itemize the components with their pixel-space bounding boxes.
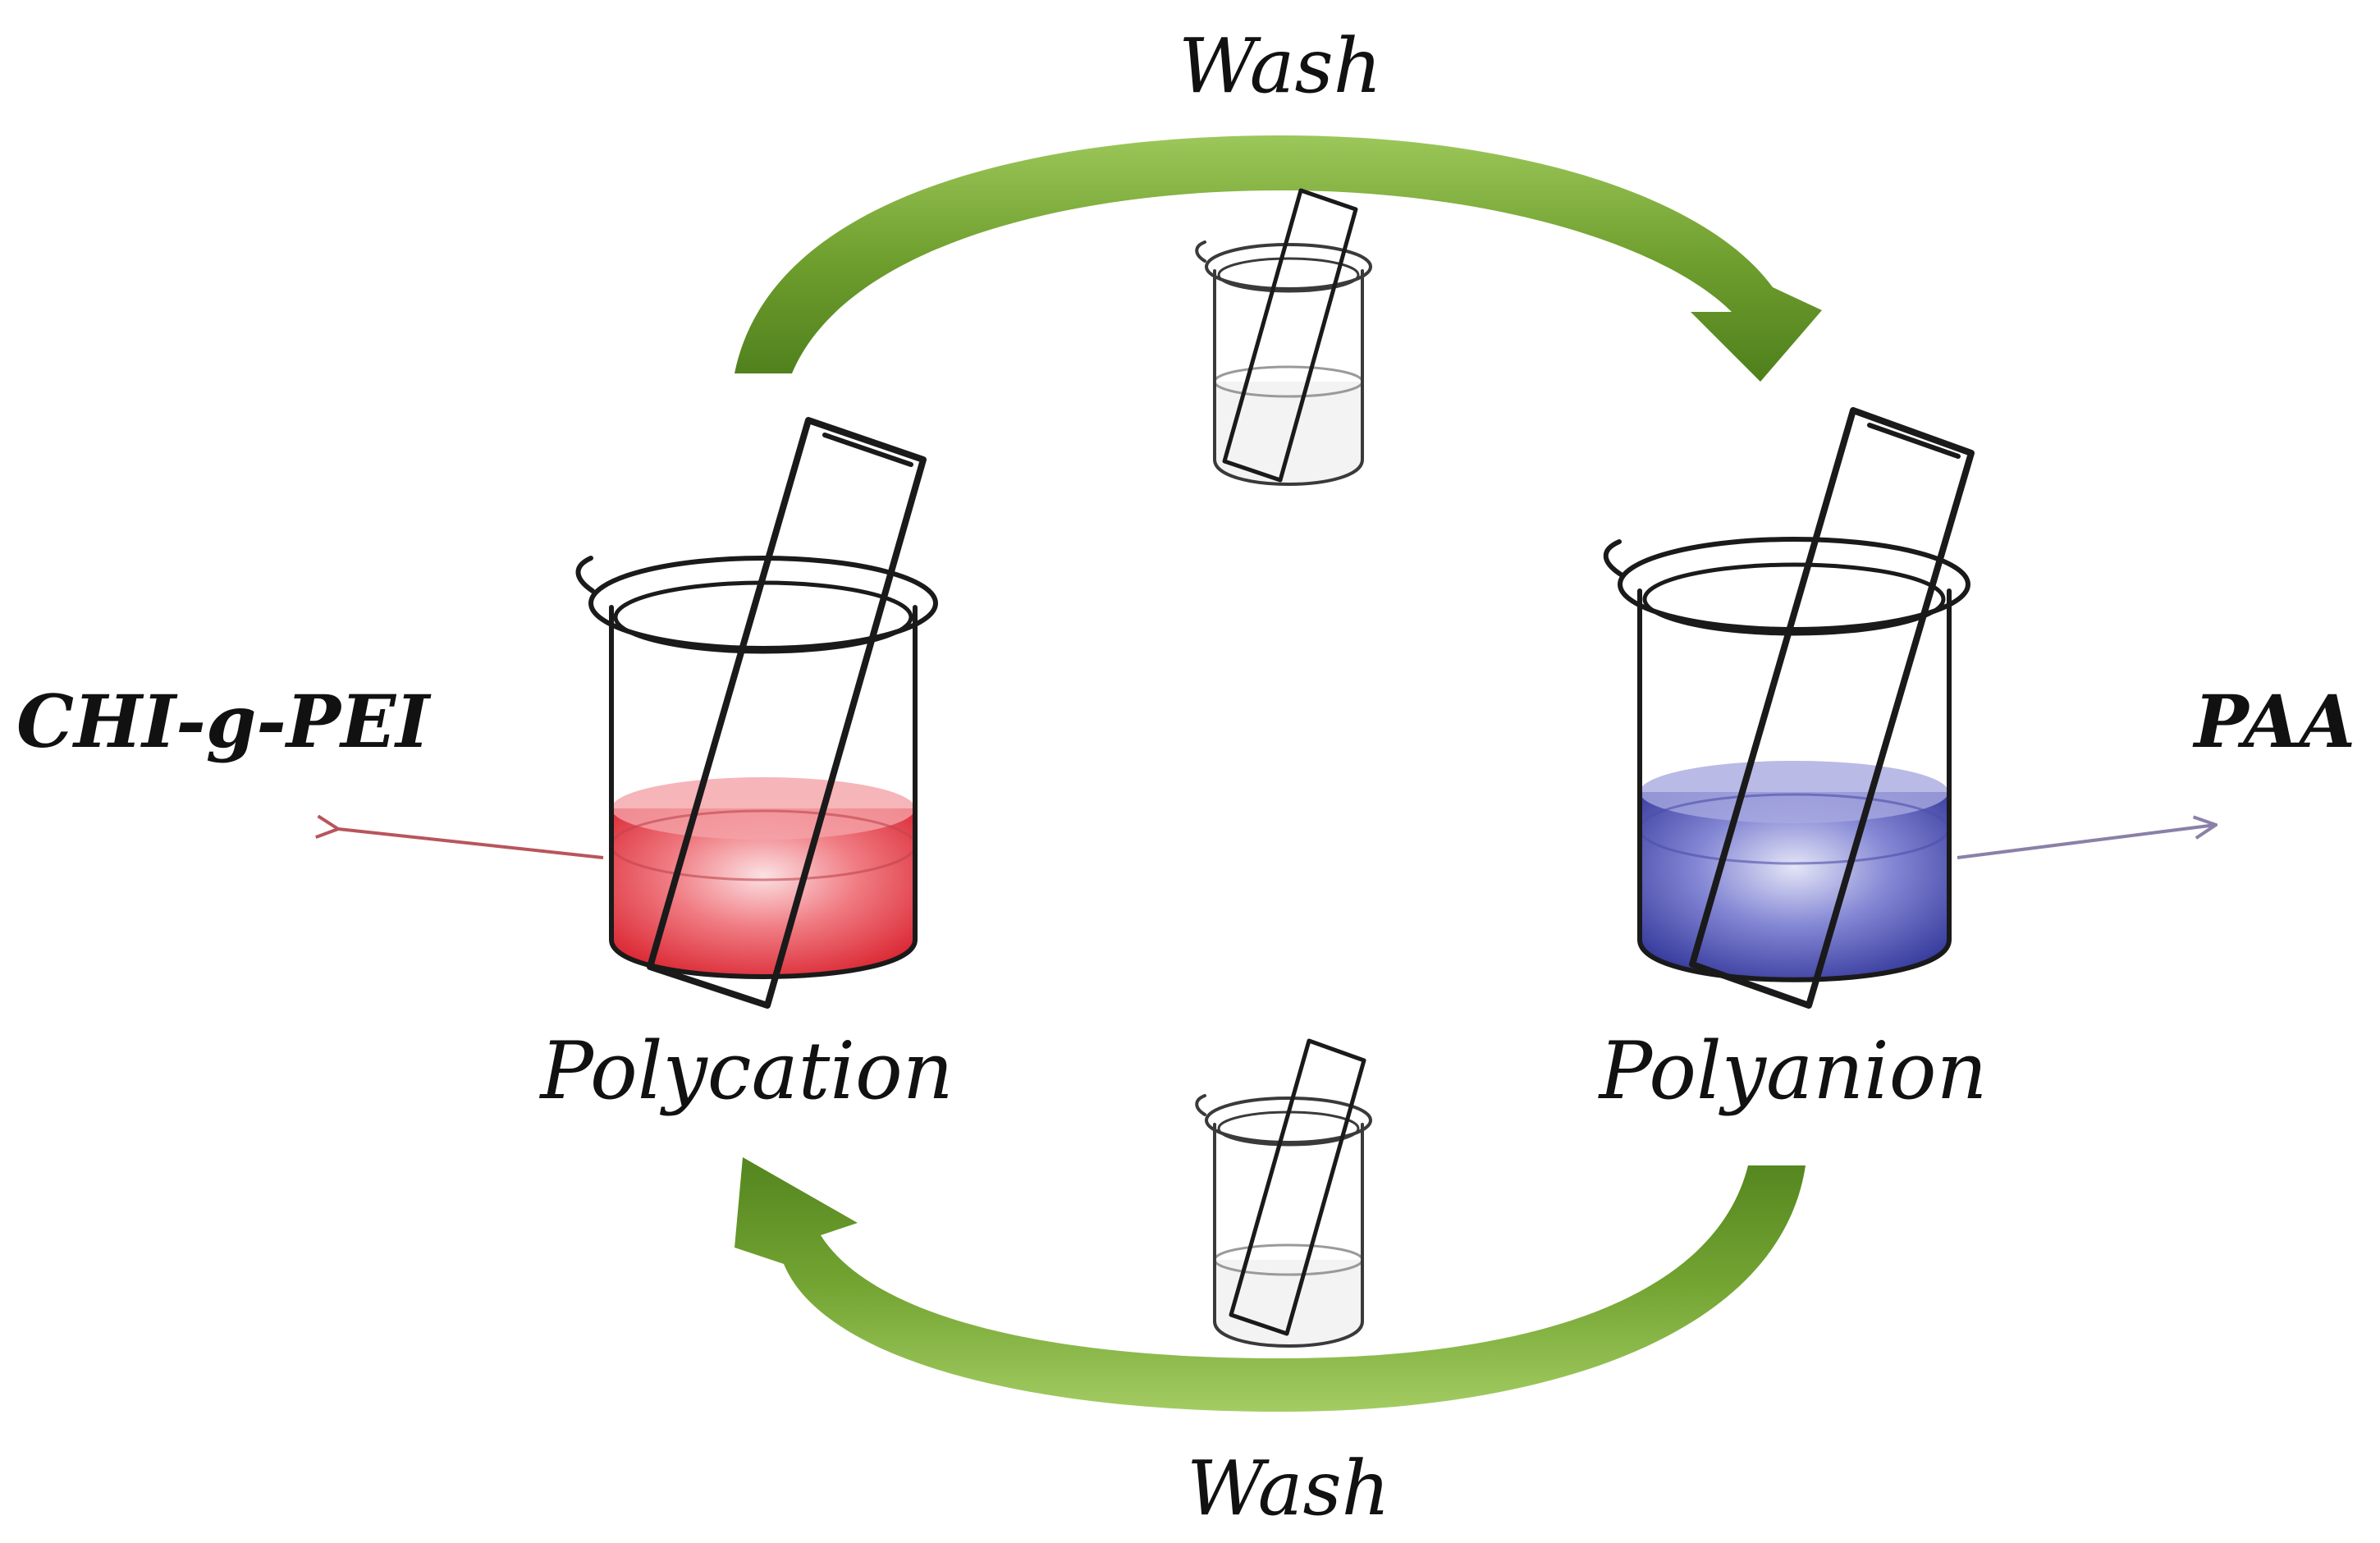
wash-bottom-label: Wash xyxy=(1187,1445,1390,1532)
polycation-pointer-arrow xyxy=(338,829,604,859)
polycation-beaker-icon xyxy=(575,417,938,1009)
wash-beaker-top-icon xyxy=(1195,188,1372,486)
top-cycle-arrow xyxy=(735,135,1822,382)
wash-beaker-bottom-icon xyxy=(1195,1038,1372,1348)
polyanion-compound-label: PAA xyxy=(2192,679,2355,764)
polycation-compound-label: CHI-g-PEI xyxy=(16,679,432,764)
bottom-cycle-arrow xyxy=(735,1157,1806,1412)
polycation-label: Polycation xyxy=(538,1025,953,1117)
polyanion-label: Polyanion xyxy=(1598,1025,1988,1117)
wash-top-label: Wash xyxy=(1179,22,1382,110)
polyanion-pointer-arrow xyxy=(1957,825,2216,859)
polyanion-beaker-icon xyxy=(1603,407,1975,1009)
